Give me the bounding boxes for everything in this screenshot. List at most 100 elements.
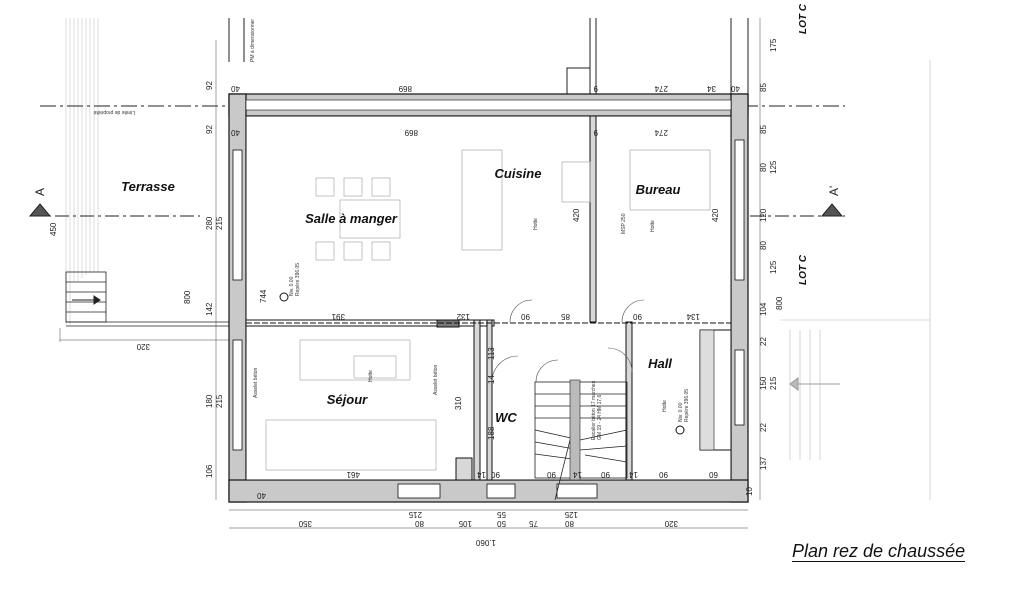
dim-90d: 90 [547,470,556,479]
room-label-sejour: Séjour [327,392,368,407]
dim-90b: 90 [633,312,642,321]
dim-40c: 40 [731,84,740,93]
dim-85: 85 [561,312,570,321]
door-swings [491,299,645,383]
dim-14b: 14 [477,470,486,479]
level-text-2b: Repère 396.05 [684,389,690,422]
dim-34: 34 [707,84,716,93]
dim-450: 450 [49,222,58,236]
dim-b215: 215 [408,510,422,519]
dim-420b: 420 [711,208,720,222]
dimension-texts: 869 274 869 274 9 9 34 40 40 40 40 391 1… [49,38,784,547]
hotte-label-3: Hotte [368,370,374,382]
windows [232,139,745,499]
arrow-right-icon [72,295,101,305]
dim-90e: 90 [601,470,610,479]
dim-b105: 105 [458,519,472,528]
msp-label: MSP 250 [621,213,627,234]
dim-r10: 10 [745,487,754,496]
furniture [265,149,711,471]
section-label-right: A' [827,186,841,196]
dim-132: 132 [456,312,470,321]
dim-r104: 104 [759,302,768,316]
dim-9b: 9 [593,128,598,137]
dim-r125b: 125 [769,260,778,274]
room-label-cuisine: Cuisine [495,166,542,181]
dim-92a: 92 [205,81,214,90]
dim-r175: 175 [769,38,778,52]
dim-b1060: 1.060 [475,538,496,547]
room-label-hall: Hall [648,356,672,371]
room-label-wc: WC [495,410,517,425]
dim-142: 142 [205,302,214,316]
dim-top-869: 869 [398,84,412,93]
section-label-left: A [33,188,47,196]
dim-14d: 14 [629,470,638,479]
dim-b80a: 80 [415,519,424,528]
stair-label-b: GM 19 - 24 HM 17,6 [597,394,603,440]
dim-r80a: 80 [759,163,768,172]
dim-113: 113 [487,347,496,360]
dim-134: 134 [686,312,700,321]
wall-cavity [245,99,732,111]
dim-r215: 215 [769,376,778,390]
room-label-bureau: Bureau [636,182,681,197]
dim-60: 60 [709,470,718,479]
terrace-steps [65,271,230,327]
dim-mid-869: 869 [404,128,418,137]
dim-r125a: 125 [769,160,778,174]
dim-b55: 55 [497,510,506,519]
level-marker-2-icon [675,425,685,435]
level-marker-icon [279,292,289,302]
room-label-terrasse: Terrasse [121,179,175,194]
pm-label: PM à dimensionner [250,19,256,62]
dim-391: 391 [331,312,345,321]
dim-9a: 9 [593,84,598,93]
dim-b125: 125 [564,510,578,519]
dim-r120: 120 [759,208,768,222]
dim-744: 744 [259,289,268,303]
dim-mid-274: 274 [654,128,668,137]
dim-215b: 215 [215,394,224,408]
dim-b80b: 80 [565,519,574,528]
dim-90f: 90 [659,470,668,479]
dim-90c: 90 [491,470,500,479]
dim-r150: 150 [759,376,768,390]
dim-106: 106 [205,464,214,478]
dim-r85a: 85 [759,83,768,92]
dim-40b: 40 [231,128,240,137]
dim-420a: 420 [572,208,581,222]
dim-180: 180 [205,394,214,408]
section-marker-right-icon [820,203,844,217]
hall-wall-block [699,329,715,451]
asselet-label-1: Asselet béton [253,367,259,398]
dim-r22b: 22 [759,423,768,432]
plan-caption: Plan rez de chaussée [792,541,966,562]
asselet-label-2: Asselet béton [433,364,439,395]
dim-280: 280 [205,216,214,230]
section-marker-left-icon [28,203,52,217]
dim-188: 188 [487,426,496,440]
dim-r137: 137 [759,456,768,470]
dimension-lines [59,18,761,529]
terrace-decking [65,18,99,325]
level-text-1b: Repère 396.05 [295,263,301,296]
dim-14a: 14 [487,375,496,384]
level-text-2: Niv. 0.00 [678,402,684,422]
lot-c-top-label: LOT C [798,3,809,34]
dim-320a: 320 [136,342,150,351]
dim-800a: 800 [183,290,192,304]
dim-b50: 50 [497,519,506,528]
arrow-left-icon [789,377,840,391]
dim-310: 310 [454,396,463,410]
property-line-label: Limite de propriété [93,109,135,115]
dim-40a: 40 [231,84,240,93]
dim-top-274: 274 [654,84,668,93]
hotte-label-2: Hotte [650,220,656,232]
dim-b350: 350 [298,519,312,528]
dim-92b: 92 [205,125,214,134]
dim-r85b: 85 [759,125,768,134]
side-lines [780,60,931,500]
dim-r22a: 22 [759,337,768,346]
